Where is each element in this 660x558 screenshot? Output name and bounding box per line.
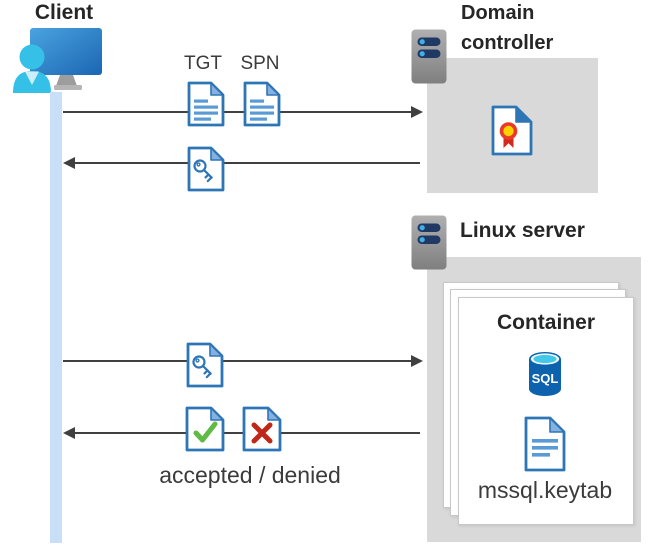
container-label: Container xyxy=(496,311,595,334)
keytab-file-label: mssql.keytab xyxy=(477,477,613,503)
monitor-base xyxy=(54,85,82,90)
spn-document-icon xyxy=(243,81,281,127)
keytab-document-icon xyxy=(524,416,566,472)
arrow-request-tickets xyxy=(63,111,412,113)
arrowhead-left-icon xyxy=(63,157,75,169)
monitor-screen xyxy=(30,28,102,75)
key-document-icon xyxy=(186,342,224,388)
client-label: Client xyxy=(34,1,94,24)
arrowhead-right-icon xyxy=(411,106,423,118)
person-collar xyxy=(25,71,39,85)
certificate-document-icon xyxy=(491,105,533,156)
monitor-stand xyxy=(56,75,77,86)
accepted-denied-label: accepted / denied xyxy=(159,462,341,488)
sql-badge-text: SQL xyxy=(532,371,559,386)
key-document-icon xyxy=(187,146,225,192)
server-icon xyxy=(411,29,447,84)
person-head xyxy=(19,44,45,70)
arrow-present-key xyxy=(63,360,412,362)
arrowhead-left-icon xyxy=(63,427,75,439)
tgt-document-icon xyxy=(187,81,225,127)
x-document-icon xyxy=(242,406,282,452)
sql-database-icon: SQL xyxy=(529,352,561,396)
server-icon xyxy=(411,215,447,270)
tgt-label: TGT xyxy=(184,53,222,74)
spn-label: SPN xyxy=(240,53,280,74)
user-monitor-icon xyxy=(13,28,102,93)
client-lifeline xyxy=(50,92,62,543)
domain-controller-label: Domain controller xyxy=(461,2,554,54)
arrowhead-right-icon xyxy=(411,355,423,367)
container-card-front: Container xyxy=(458,297,634,525)
check-document-icon xyxy=(185,406,225,452)
arrow-return-key xyxy=(74,162,420,164)
linux-server-label: Linux server xyxy=(460,219,585,242)
